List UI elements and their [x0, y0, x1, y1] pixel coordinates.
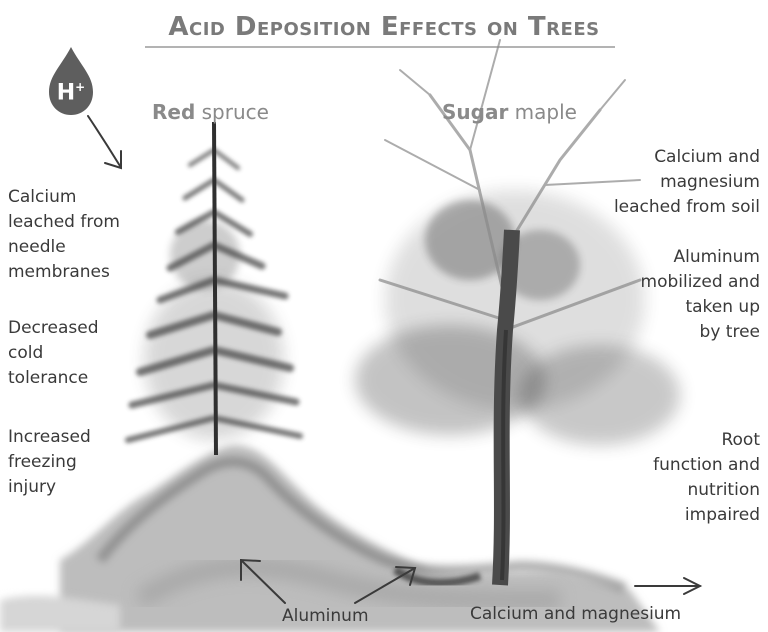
sugar-maple-label: Sugar maple [442, 100, 577, 124]
note-line: injury [8, 475, 91, 500]
note-line: needle [8, 235, 120, 260]
red-spruce-label-rest: spruce [195, 100, 269, 124]
diagram-title: Acid Deposition Effects on Trees [0, 12, 768, 42]
sugar-maple-label-bold: Sugar [442, 100, 508, 124]
calcium-magnesium-label: Calcium and magnesium [470, 604, 681, 624]
note-calcium-magnesium-leached-soil: Calcium and magnesium leached from soil [614, 145, 760, 220]
note-decreased-cold-tolerance: Decreased cold tolerance [8, 316, 99, 391]
note-line: membranes [8, 260, 120, 285]
note-line: Decreased [8, 316, 99, 341]
note-line: impaired [653, 503, 760, 528]
sugar-maple-label-rest: maple [508, 100, 577, 124]
note-line: nutrition [653, 478, 760, 503]
note-line: Calcium and [614, 145, 760, 170]
ion-charge: + [75, 80, 85, 94]
note-aluminum-mobilized: Aluminum mobilized and taken up by tree [641, 245, 760, 345]
note-increased-freezing-injury: Increased freezing injury [8, 425, 91, 500]
hydrogen-ion-label: H+ [50, 80, 92, 105]
note-root-function-impaired: Root function and nutrition impaired [653, 428, 760, 528]
calcium-magnesium-arrow-icon [635, 578, 700, 594]
note-line: Increased [8, 425, 91, 450]
note-line: cold [8, 341, 99, 366]
red-spruce-label: Red spruce [152, 100, 269, 124]
deposition-arrow-icon [88, 116, 121, 168]
note-line: tolerance [8, 366, 99, 391]
note-line: leached from soil [614, 195, 760, 220]
red-spruce-label-bold: Red [152, 100, 195, 124]
red-spruce-illustration [128, 122, 300, 455]
note-line: leached from [8, 210, 120, 235]
ion-symbol: H [57, 80, 75, 105]
note-line: mobilized and [641, 270, 760, 295]
note-line: by tree [641, 320, 760, 345]
note-line: taken up [641, 295, 760, 320]
note-line: Aluminum [641, 245, 760, 270]
note-calcium-leached-needle: Calcium leached from needle membranes [8, 185, 120, 285]
note-line: freezing [8, 450, 91, 475]
note-line: magnesium [614, 170, 760, 195]
note-line: Calcium [8, 185, 120, 210]
aluminum-label: Aluminum [282, 606, 369, 626]
note-line: function and [653, 453, 760, 478]
note-line: Root [653, 428, 760, 453]
